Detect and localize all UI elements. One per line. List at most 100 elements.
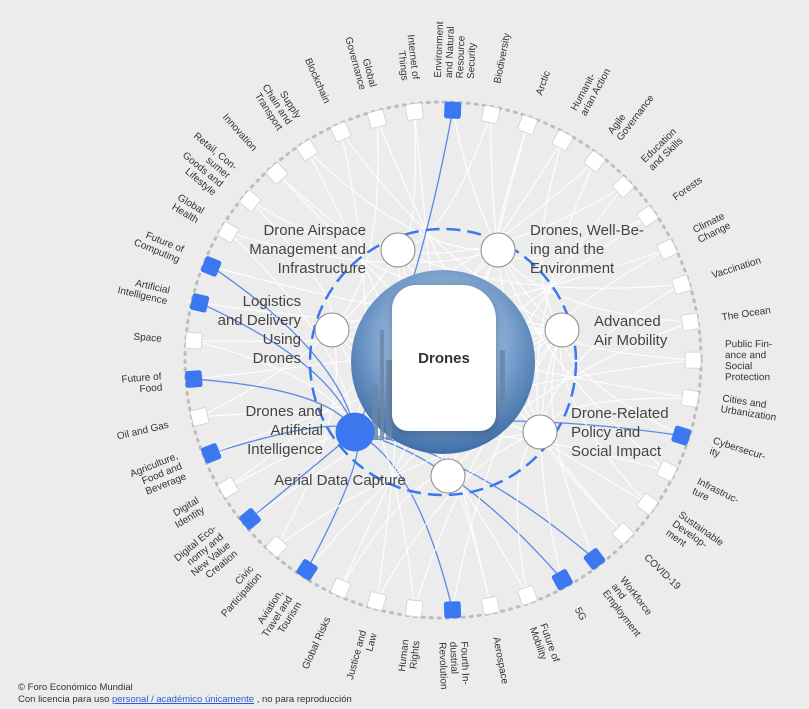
topic-node[interactable] <box>265 162 288 185</box>
topic-node[interactable] <box>265 535 288 558</box>
topic-node[interactable] <box>405 599 424 618</box>
topic-node[interactable] <box>680 389 700 408</box>
topic-node[interactable] <box>517 114 538 135</box>
topic-label[interactable]: Biodiversity <box>492 32 513 84</box>
topic-label[interactable]: 5G <box>572 606 588 623</box>
license-link[interactable]: personal / académico únicamente <box>112 694 255 705</box>
topic-node[interactable] <box>481 596 500 615</box>
topic-node[interactable] <box>656 460 678 482</box>
topic-label[interactable]: Global Risks <box>300 615 333 671</box>
topic-node[interactable] <box>680 312 700 332</box>
topic-label[interactable]: Blockchain <box>302 57 332 106</box>
topic-label[interactable]: Vaccination <box>711 255 763 281</box>
category-node[interactable] <box>480 232 516 268</box>
topic-node[interactable] <box>612 175 635 198</box>
topic-node[interactable] <box>189 407 210 427</box>
topic-label[interactable]: Infrastruc-ture <box>690 476 740 516</box>
category-label-line: Policy and <box>571 424 640 441</box>
topic-node[interactable] <box>189 293 210 313</box>
topic-label[interactable]: Space <box>133 332 163 345</box>
topic-node[interactable] <box>239 190 262 213</box>
topic-node[interactable] <box>583 548 606 570</box>
topic-node[interactable] <box>330 121 352 143</box>
topic-node[interactable] <box>636 493 659 515</box>
topic-node[interactable] <box>366 591 387 611</box>
topic-label[interactable]: Cybersecur-ity <box>708 436 767 473</box>
topic-node[interactable] <box>330 577 351 599</box>
topic-node[interactable] <box>405 102 424 121</box>
topic-label[interactable]: Arctic <box>534 70 553 97</box>
category-label-line: Drone Airspace <box>263 222 366 239</box>
topic-node[interactable] <box>296 559 318 581</box>
topic-node[interactable] <box>671 274 692 295</box>
topic-node[interactable] <box>184 331 203 350</box>
topic-node[interactable] <box>184 370 203 388</box>
topic-node[interactable] <box>612 522 635 545</box>
topic-node[interactable] <box>551 129 574 152</box>
topic-node[interactable] <box>517 585 538 606</box>
topic-label[interactable]: Forests <box>671 175 705 203</box>
topic-label[interactable]: The Ocean <box>721 305 772 323</box>
center-topic-card[interactable]: Drones <box>392 285 496 431</box>
topic-node[interactable] <box>481 105 501 125</box>
topic-node[interactable] <box>200 443 222 464</box>
topic-node[interactable] <box>200 256 222 277</box>
topic-label[interactable]: Oil and Gas <box>116 420 170 443</box>
category-label[interactable]: Aerial Data Capture <box>274 472 406 489</box>
topic-label-line: 5G <box>572 606 588 623</box>
category-node[interactable] <box>314 312 350 348</box>
topic-node[interactable] <box>217 477 239 499</box>
topic-node[interactable] <box>239 508 262 531</box>
category-node[interactable] <box>430 458 466 494</box>
category-node[interactable] <box>380 232 416 268</box>
topic-node[interactable] <box>671 425 692 446</box>
topic-label[interactable]: Humanit-arian Action <box>569 62 613 118</box>
topic-node[interactable] <box>367 109 387 129</box>
topic-node[interactable] <box>217 221 239 243</box>
topic-node[interactable] <box>636 205 659 228</box>
category-node[interactable] <box>522 414 558 450</box>
category-node[interactable] <box>335 412 375 452</box>
topic-label[interactable]: COVID-19 <box>642 552 683 592</box>
topic-node[interactable] <box>443 601 462 619</box>
topic-node[interactable] <box>684 351 702 369</box>
topic-node[interactable] <box>296 139 318 161</box>
category-node[interactable] <box>544 312 580 348</box>
topic-node[interactable] <box>551 569 573 591</box>
topic-label[interactable]: Aerospace <box>490 636 510 685</box>
topic-label[interactable]: Innovation <box>220 112 259 154</box>
topic-node[interactable] <box>444 101 462 119</box>
topic-node[interactable] <box>656 238 678 260</box>
topic-node[interactable] <box>583 150 606 173</box>
